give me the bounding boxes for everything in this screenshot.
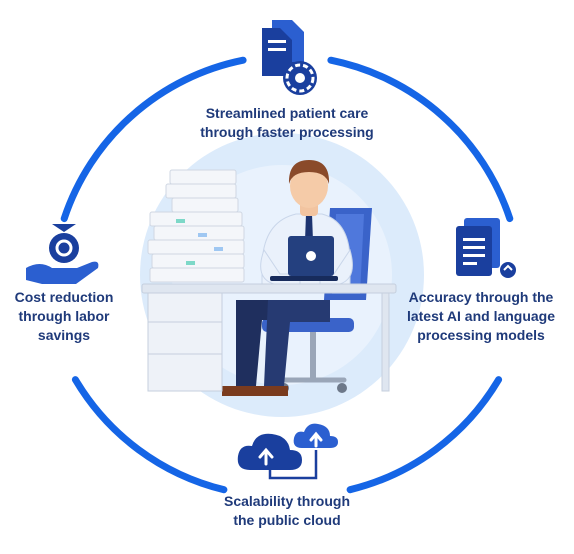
benefit-label-accuracy: Accuracy through the latest AI and langu… bbox=[392, 288, 570, 345]
paper-tabs bbox=[176, 219, 223, 265]
laptop bbox=[270, 236, 338, 281]
benefit-label-scalability: Scalability through the public cloud bbox=[172, 492, 402, 530]
benefit-label-cost-reduction: Cost reduction through labor savings bbox=[4, 288, 124, 345]
benefit-label-line: through labor bbox=[18, 308, 110, 324]
paper-stack-tall bbox=[147, 169, 245, 283]
document-list-icon bbox=[456, 218, 516, 278]
benefit-label-line: Cost reduction bbox=[14, 289, 114, 305]
benefit-label-streamlined-care: Streamlined patient care through faster … bbox=[162, 104, 412, 142]
benefit-label-line: processing models bbox=[417, 327, 545, 343]
ring-arc-top-right bbox=[327, 56, 514, 223]
cycle-ring bbox=[60, 56, 514, 494]
desk bbox=[141, 283, 397, 392]
ring-arc-top-left bbox=[60, 56, 247, 223]
ring-arc-bottom-right bbox=[346, 376, 503, 494]
benefit-label-line: Streamlined patient care bbox=[205, 105, 369, 121]
benefit-label-line: savings bbox=[37, 327, 91, 343]
benefit-label-line: latest AI and language bbox=[406, 308, 556, 324]
cloud-upload-icon bbox=[237, 423, 338, 480]
office-worker-illustration bbox=[141, 160, 397, 396]
benefit-label-line: Accuracy through the bbox=[408, 289, 554, 305]
hand-coin-icon bbox=[26, 224, 99, 284]
benefit-label-line: the public cloud bbox=[233, 512, 341, 528]
benefit-label-line: Scalability through bbox=[223, 493, 350, 509]
ring-arc-bottom-left bbox=[71, 376, 228, 494]
document-gear-icon bbox=[262, 20, 317, 95]
benefit-label-line: through faster processing bbox=[200, 124, 374, 140]
